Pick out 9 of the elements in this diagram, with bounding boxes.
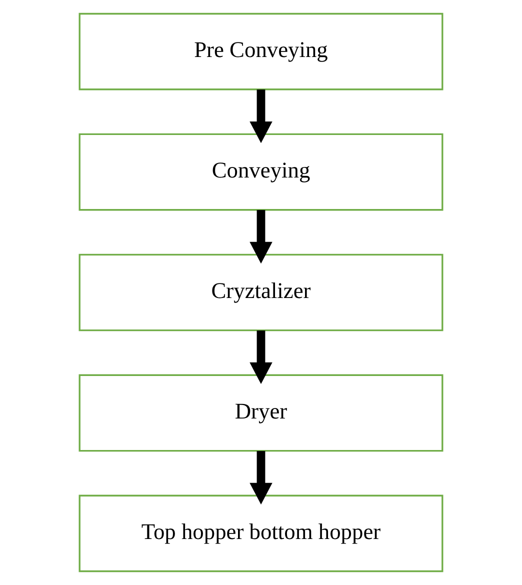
node-box: Cryztalizer <box>78 254 444 332</box>
arrow <box>250 90 272 144</box>
node-box: Dryer <box>78 374 444 452</box>
node-box: Pre Conveying <box>78 12 444 90</box>
arrow <box>250 450 272 505</box>
arrow <box>250 330 272 384</box>
arrow <box>250 210 272 264</box>
node-box: Top hopper bottom hopper <box>78 494 444 572</box>
node-box: Conveying <box>78 133 444 211</box>
